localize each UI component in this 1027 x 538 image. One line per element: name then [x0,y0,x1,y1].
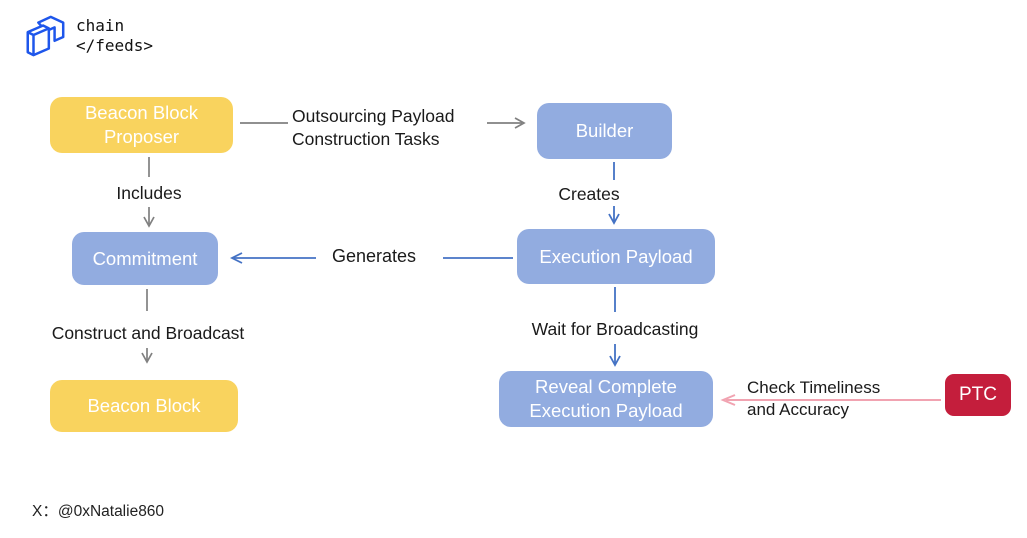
arrow-exec-payload-to-commitment [229,252,513,264]
edge-label-construct-and-broadcast: Construct and Broadcast [51,323,245,343]
edge-label-generates: Generates [331,246,417,266]
edge-label-outsourcing: Outsourcing Payload Construction Tasks [292,106,455,149]
node-commitment: Commitment [72,232,218,285]
node-reveal-complete-execution-payload: Reveal Complete Execution Payload [499,371,713,427]
logo-word-chain: chain [76,16,125,35]
node-beacon-block: Beacon Block [50,380,238,432]
arrow-exec-payload-to-reveal [609,287,621,367]
edge-label-wait-for-broadcasting: Wait for Broadcasting [531,319,699,339]
logo-word-feeds: </feeds> [76,36,154,55]
edge-label-creates: Creates [558,184,620,204]
chainfeeds-logo: chain </feeds> [22,13,153,64]
edge-label-check-timeliness: Check Timeliness and Accuracy [747,378,881,419]
arrow-proposer-to-commitment [143,157,155,228]
chainfeeds-cube-icon [22,13,68,64]
node-execution-payload: Execution Payload [517,229,715,284]
arrow-commitment-to-beacon-block [141,289,153,364]
node-ptc: PTC [945,374,1011,416]
edge-label-includes: Includes [116,183,182,203]
node-builder: Builder [537,103,672,159]
x-handle: X：@0xNatalie860 [32,503,165,520]
node-beacon-block-proposer: Beacon Block Proposer [50,97,233,153]
arrow-proposer-to-builder [240,117,526,129]
arrow-ptc-to-reveal [720,394,941,406]
logo-wordmark: chain </feeds> [76,13,153,64]
arrow-builder-to-exec-payload [608,162,620,225]
